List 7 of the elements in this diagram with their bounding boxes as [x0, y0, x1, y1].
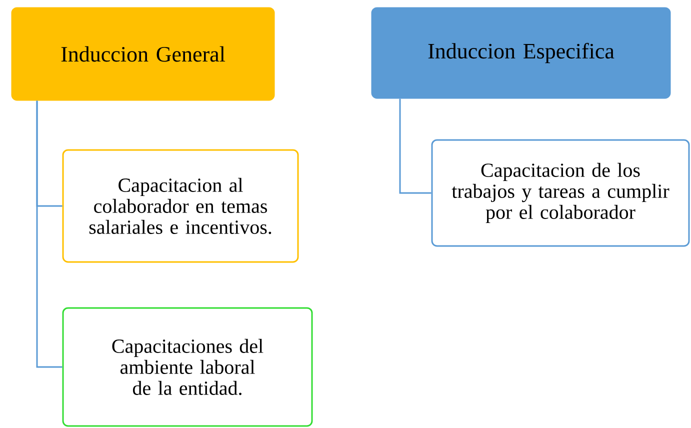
topic-box: Capacitacion al colaborador en temas salariales e incentivos.	[62, 149, 299, 263]
heading-box: Induccion General	[11, 7, 275, 101]
connector-line	[399, 98, 432, 194]
heading-box: Induccion Especifica	[371, 7, 671, 99]
topic-box: Capacitaciones del ambiente laboral de la entidad.	[62, 307, 313, 427]
topic-box: Capacitacion de los trabajos y tareas a cumplir por el colaborador	[431, 139, 690, 247]
connector-line	[36, 100, 62, 368]
